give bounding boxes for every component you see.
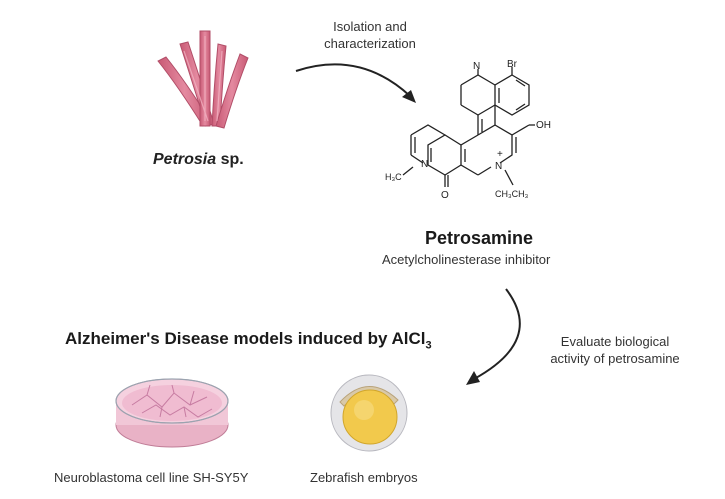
cell-line-label: Neuroblastoma cell line SH-SY5Y [54,470,249,485]
sponge-illustration [157,30,249,129]
sponge-species-label: Petrosia sp. [153,151,244,169]
models-heading: Alzheimer's Disease models induced by Al… [65,329,432,352]
petrosamine-structure: Br N OH H₃C N N + O CH₃CH₃ [385,59,551,201]
evaluate-arrow [466,288,521,385]
compound-name: Petrosamine [425,228,534,248]
atom-ch3ch3: CH₃CH₃ [495,189,529,199]
atom-oh: OH [536,120,551,131]
isolation-label: Isolation and characterization [324,19,416,51]
atom-n-ring: N [473,61,480,72]
genus-name: Petrosia [153,151,217,168]
species-suffix: sp. [216,151,244,168]
isolation-arrow [295,63,416,103]
atom-h3c: H₃C [385,172,402,182]
atom-o: O [441,190,449,201]
atom-n-plus: N [495,161,502,172]
atom-n-left: N [421,159,428,170]
zebrafish-label: Zebrafish embryos [310,470,418,485]
evaluate-label: Evaluate biological activity of petrosam… [550,334,680,366]
atom-br: Br [507,59,518,70]
charge-plus: + [497,149,503,160]
zebrafish-embryo-illustration [330,374,408,452]
petri-dish-illustration [115,378,229,448]
compound-activity: Acetylcholinesterase inhibitor [382,252,551,267]
